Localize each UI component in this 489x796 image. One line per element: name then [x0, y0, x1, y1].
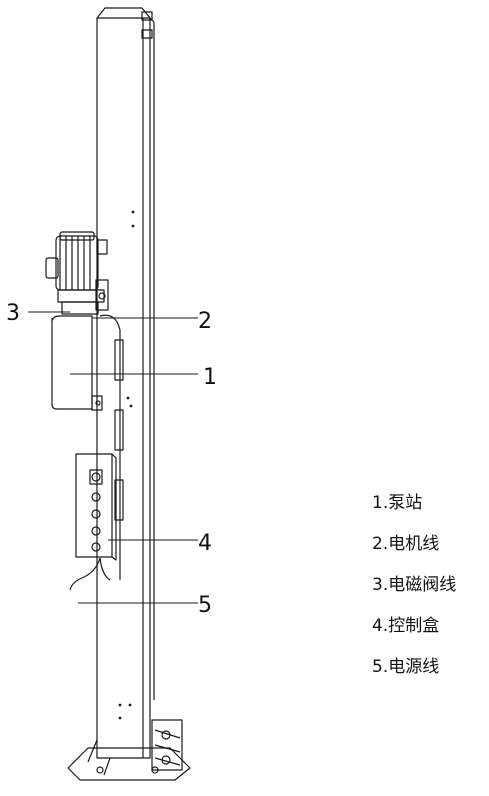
column-post — [96, 7, 155, 759]
base-plate — [67, 719, 191, 781]
callout-3: 3 — [6, 301, 20, 326]
motor — [45, 231, 109, 315]
callout-5: 5 — [198, 593, 212, 618]
callout-4: 4 — [198, 531, 212, 556]
pump-tank — [51, 315, 103, 411]
legend-item-motor-cable: 2.电机线 — [372, 534, 440, 554]
cable-tray — [99, 314, 124, 580]
legend-item-pump-station: 1.泵站 — [372, 493, 423, 513]
control-box-drawing — [75, 453, 117, 561]
power-cable-drawing — [69, 557, 111, 591]
callout-2: 2 — [198, 309, 212, 334]
legend-item-control-box: 4.控制盒 — [372, 616, 440, 636]
legend-item-solenoid-cable: 3.电磁阀线 — [372, 575, 457, 595]
legend: 1.泵站 2.电机线 3.电磁阀线 4.控制盒 5.电源线 — [372, 495, 456, 700]
legend-item-power-cable: 5.电源线 — [372, 657, 440, 677]
callout-1: 1 — [203, 365, 217, 390]
